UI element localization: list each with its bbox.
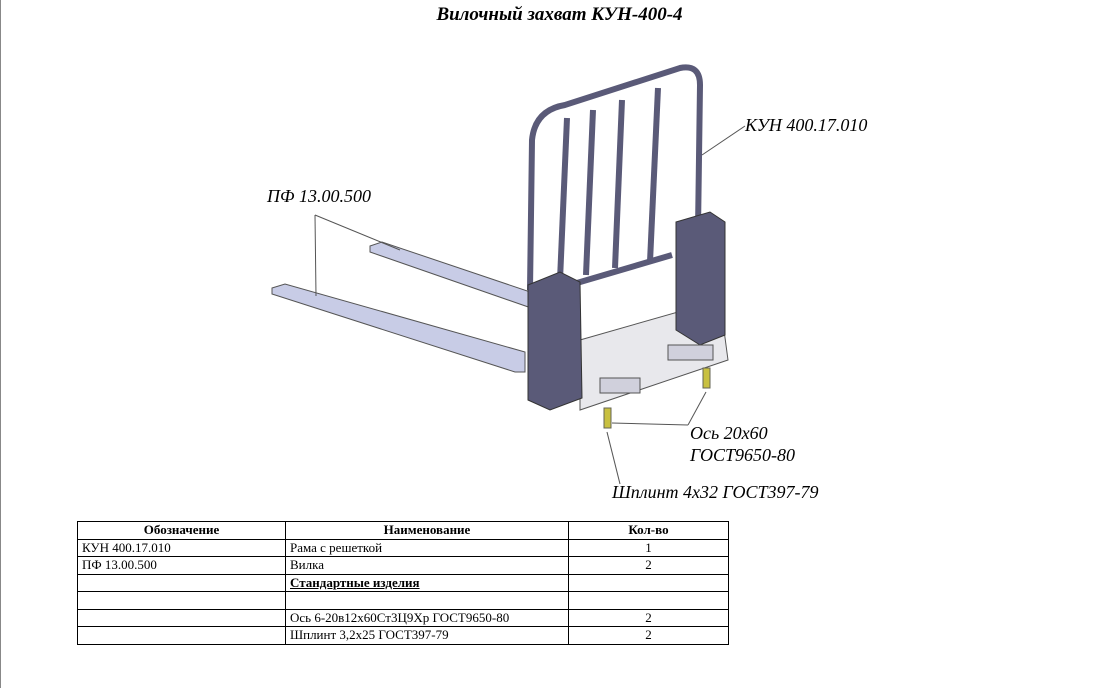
cell-name: Рама с решеткой	[285, 538, 569, 557]
cell-name	[285, 591, 569, 610]
page-title: Вилочный захват КУН-400-4	[436, 4, 683, 25]
callout-axle-1: Ось 20х60	[690, 423, 768, 443]
callout-fork: ПФ 13.00.500	[267, 186, 371, 206]
cell-name: Вилка	[285, 556, 569, 575]
cell-designation: КУН 400.17.010	[77, 538, 286, 557]
cell-qty	[568, 591, 729, 610]
cell-qty	[568, 573, 729, 592]
table-header: Обозначение Наименование Кол-во	[77, 521, 729, 540]
table-row: Стандартные изделия	[77, 573, 729, 592]
header-name: Наименование	[285, 521, 569, 540]
cell-designation	[77, 591, 286, 610]
page-border	[0, 0, 1, 688]
cell-designation	[77, 573, 286, 592]
callout-axle-2: ГОСТ9650-80	[690, 445, 796, 465]
section-heading-standard-parts: Стандартные изделия	[290, 574, 420, 590]
header-designation: Обозначение	[77, 521, 286, 540]
mount-plate	[527, 211, 729, 411]
cell-name: Шплинт 3,2х25 ГОСТ397-79	[285, 626, 569, 645]
parts-table: Обозначение Наименование Кол-во КУН 400.…	[77, 521, 729, 645]
cell-name: Ось 6-20в12х60Ст3Ц9Хр ГОСТ9650-80	[285, 608, 569, 627]
cell-designation: ПФ 13.00.500	[77, 556, 286, 575]
axle-pins	[603, 367, 711, 429]
callout-pin: Шплинт 4х32 ГОСТ397-79	[612, 482, 819, 502]
fork-left	[271, 283, 526, 373]
guard-frame	[527, 64, 704, 291]
header-qty: Кол-во	[568, 521, 729, 540]
table-row	[77, 591, 729, 610]
cell-designation	[77, 626, 286, 645]
leader-lines	[314, 125, 746, 485]
cell-qty: 2	[568, 556, 729, 575]
cell-qty: 2	[568, 626, 729, 645]
cell-qty: 2	[568, 608, 729, 627]
cell-qty: 1	[568, 538, 729, 557]
fork-grapple-drawing	[271, 64, 746, 485]
cell-designation	[77, 608, 286, 627]
callout-frame: КУН 400.17.010	[745, 115, 868, 135]
